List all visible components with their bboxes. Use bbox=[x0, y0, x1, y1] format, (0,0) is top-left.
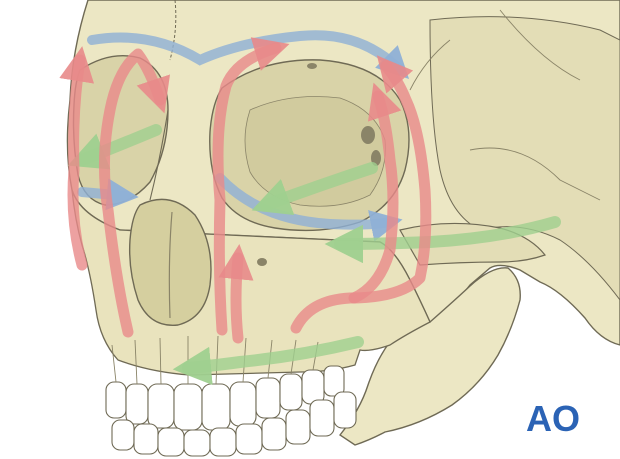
green-arrow-maxillary bbox=[172, 336, 364, 386]
nasal-septum bbox=[168, 211, 173, 319]
optic-foramen bbox=[361, 126, 375, 144]
red-arrow-nasomaxillary-left bbox=[59, 46, 95, 271]
ao-logo: AO bbox=[524, 398, 580, 436]
ao-logo-mark: AO bbox=[526, 398, 580, 436]
mandible bbox=[338, 267, 521, 446]
red-arrow-nasomaxillary-mid bbox=[98, 48, 171, 338]
red-arrow-lateral-orbit bbox=[348, 82, 402, 304]
nasal-bone bbox=[149, 109, 169, 201]
blue-arrow-supraorbital bbox=[87, 30, 410, 80]
ao-logo-text: AO bbox=[526, 398, 580, 436]
superior-orbital-fissure bbox=[371, 150, 381, 166]
cranial-crack-1 bbox=[499, 9, 581, 81]
nasal-aperture bbox=[128, 198, 212, 326]
green-arrow-orbit-right bbox=[251, 162, 378, 216]
infraorbital-foramen bbox=[257, 258, 267, 266]
blue-arrow-infraorbital-right bbox=[215, 173, 403, 242]
coronal-suture bbox=[169, 0, 177, 61]
cranial-crack-2 bbox=[469, 147, 601, 201]
red-arrow-canine bbox=[218, 243, 254, 344]
red-buttress-arrows bbox=[59, 37, 432, 344]
green-arrow-orbit-left bbox=[67, 124, 162, 170]
upper-teeth bbox=[105, 365, 345, 431]
red-arrow-zygomaticomaxillary bbox=[290, 55, 432, 334]
lower-teeth bbox=[111, 391, 357, 457]
supraorbital-notch bbox=[307, 63, 317, 69]
